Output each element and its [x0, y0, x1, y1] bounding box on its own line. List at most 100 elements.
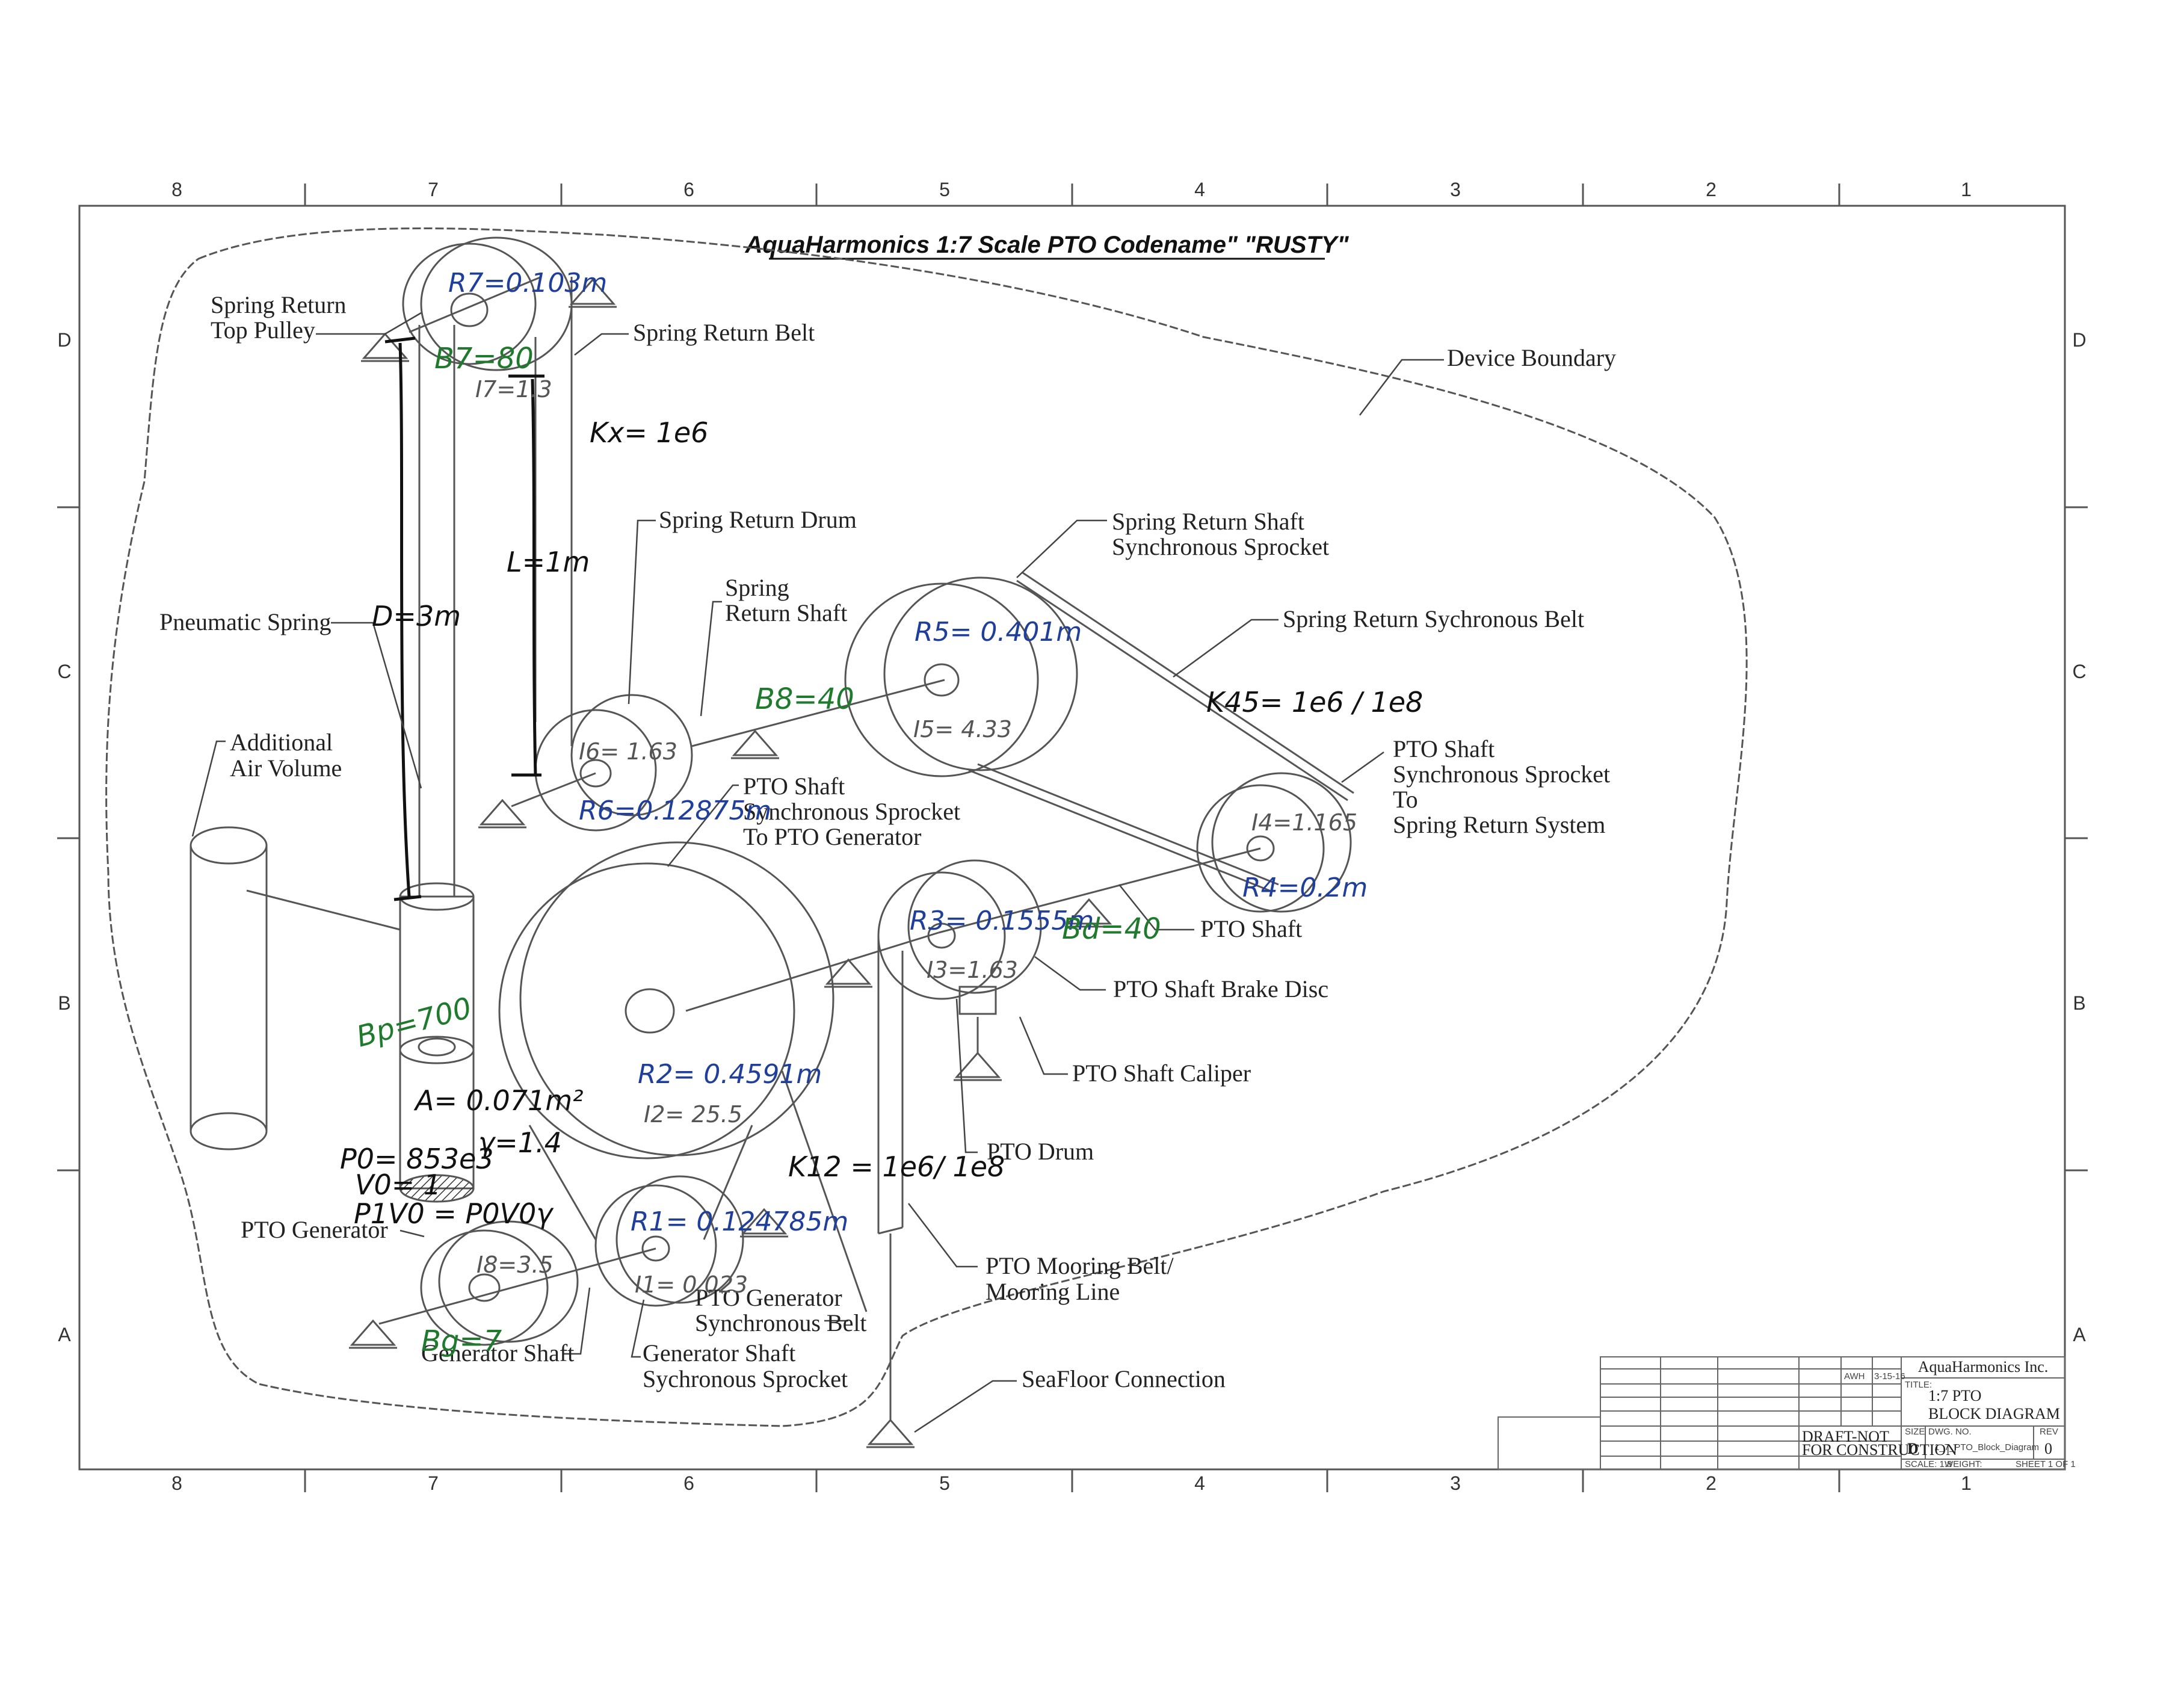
diagram-title: AquaHarmonics 1:7 Scale PTO Codename" "R… — [744, 232, 1349, 258]
additional-air-volume — [190, 826, 401, 1150]
label-pto-shaft-sprocket-spring-l2: Synchronous Sprocket — [1393, 761, 1610, 788]
zone-col-label: 5 — [939, 179, 950, 200]
annotation-R1: R1= 0.124785m — [631, 1206, 848, 1237]
label-pto-shaft-sprocket-spring-l3: To — [1393, 786, 1418, 813]
leader-lines — [191, 312, 1444, 1433]
label-device-boundary: Device Boundary — [1447, 344, 1616, 371]
title-block-date: 3-15-16 — [1874, 1371, 1905, 1382]
handwritten-annotations: R7=0.103m B7=80 I7=1.3 Kx= 1e6 D=3m L=1m… — [340, 268, 1423, 1358]
label-spring-return-top-pulley-l2: Top Pulley — [211, 317, 315, 344]
zone-col-label: 7 — [428, 179, 439, 200]
title-block-dwg-no: 1_7_PTO_Block_Diagram — [1934, 1442, 2039, 1453]
title-block-dwg-label: DWG. NO. — [1928, 1427, 1972, 1437]
pto-shaft — [938, 847, 1261, 934]
title-block-status-l2: FOR CONSTRUCTION — [1802, 1441, 1957, 1459]
zone-col-label: 4 — [1194, 1472, 1205, 1494]
annotation-Kx: Kx= 1e6 — [590, 416, 708, 449]
spring-return-sync-belt — [968, 572, 1354, 892]
annotation-R5: R5= 0.401m — [915, 617, 1082, 647]
title-block-rev-label: REV — [2040, 1427, 2058, 1437]
label-spring-return-drum: Spring Return Drum — [659, 506, 857, 533]
annotation-A: A= 0.071m² — [413, 1084, 584, 1117]
device-boundary — [105, 227, 1748, 1427]
label-spring-return-shaft-sprocket-l2: Synchronous Sprocket — [1112, 533, 1329, 560]
drawing-frame — [57, 184, 2088, 1492]
annotation-B8: B8=40 — [755, 682, 854, 716]
label-generator-shaft-sprocket-l1: Generator Shaft — [643, 1339, 795, 1366]
generator-shaft-sprocket — [594, 1175, 744, 1307]
generator-shaft — [378, 1247, 656, 1325]
annotation-gamma: γ=1.4 — [478, 1126, 562, 1159]
annotation-I6: I6= 1.63 — [579, 738, 677, 765]
label-seafloor-connection: SeaFloor Connection — [1022, 1365, 1226, 1392]
zone-row-label: B — [58, 992, 70, 1014]
zone-col-label: 7 — [428, 1472, 439, 1494]
zone-col-label: 1 — [1961, 179, 1972, 200]
annotation-I1: I1= 0.023 — [635, 1271, 748, 1298]
title-block-sheet: SHEET 1 OF 1 — [2016, 1459, 2076, 1469]
label-pto-shaft-caliper: PTO Shaft Caliper — [1072, 1060, 1251, 1087]
zone-col-label: 8 — [171, 179, 182, 200]
zone-row-label: A — [2073, 1324, 2086, 1345]
annotation-Bg: Bg=7 — [421, 1324, 502, 1358]
zone-row-label: D — [57, 329, 71, 351]
title-block-title-label: TITLE: — [1905, 1380, 1932, 1390]
annotation-R4: R4=0.2m — [1242, 872, 1368, 903]
component-labels: Spring Return Top Pulley Spring Return B… — [159, 291, 1616, 1392]
label-spring-return-shaft-sprocket-l1: Spring Return Shaft — [1112, 508, 1304, 535]
zone-col-label: 4 — [1194, 179, 1205, 200]
pto-generator — [420, 1220, 579, 1346]
zone-labels-right: D C B A — [2072, 329, 2086, 1345]
ground-support — [740, 1208, 788, 1238]
annotation-L: L=1m — [507, 546, 590, 578]
label-additional-air-volume-l1: Additional — [230, 729, 333, 756]
annotation-Bp: Bp=700 — [353, 991, 475, 1054]
zone-col-label: 2 — [1706, 179, 1717, 200]
annotation-V0: V0= 1 — [355, 1169, 441, 1201]
annotation-I5: I5= 4.33 — [913, 716, 1012, 743]
zone-labels-left: D C B A — [57, 329, 71, 1345]
label-pto-shaft-sprocket-spring-l4: Spring Return System — [1393, 811, 1605, 838]
title-block-size-label: SIZE — [1905, 1427, 1925, 1437]
zone-labels-bottom: 8 7 6 5 4 3 2 1 — [171, 1472, 1972, 1494]
title-block-size: D — [1907, 1440, 1919, 1457]
annotation-R6: R6=0.12875m — [579, 795, 771, 826]
ground-support — [569, 278, 617, 308]
label-spring-return-belt: Spring Return Belt — [633, 319, 815, 346]
label-pto-generator-sync-belt-l1: PTO Generator — [695, 1284, 842, 1311]
label-pto-shaft-sprocket-spring-l1: PTO Shaft — [1393, 735, 1495, 762]
title-block-rev: 0 — [2044, 1440, 2052, 1457]
label-pto-drum: PTO Drum — [987, 1138, 1094, 1165]
zone-col-label: 1 — [1961, 1472, 1972, 1494]
label-pto-shaft-sprocket-generator-l2: Synchronous Sprocket — [743, 798, 960, 825]
label-spring-return-top-pulley-l1: Spring Return — [211, 291, 347, 318]
annotation-PV: P1V0 = P0V0γ — [354, 1197, 554, 1230]
label-pto-mooring-belt-l1: PTO Mooring Belt/ — [986, 1252, 1174, 1279]
annotation-R2: R2= 0.4591m — [638, 1059, 822, 1090]
annotation-I3: I3=1.63 — [927, 957, 1018, 983]
title-block: AquaHarmonics Inc. TITLE: 1:7 PTO BLOCK … — [1498, 1356, 2076, 1470]
label-spring-return-sync-belt: Spring Return Sychronous Belt — [1283, 605, 1584, 632]
label-pto-shaft: PTO Shaft — [1200, 915, 1302, 942]
title-block-title-l1: 1:7 PTO — [1928, 1387, 1981, 1404]
ground-support — [1065, 898, 1113, 928]
annotation-P0: P0= 853e3 — [340, 1143, 494, 1175]
pto-shaft-sprocket-spring — [1196, 772, 1352, 913]
title-block-title-l2: BLOCK DIAGRAM — [1928, 1405, 2060, 1422]
label-pto-generator-sync-belt-l2: Synchronous Belt — [695, 1309, 867, 1336]
zone-labels-top: 8 7 6 5 4 3 2 1 — [171, 179, 1972, 200]
pto-generator-sync-belt — [528, 1070, 868, 1312]
zone-col-label: 6 — [683, 1472, 694, 1494]
pto-shaft-sprocket-generator — [498, 841, 834, 1160]
annotation-I8: I8=3.5 — [477, 1252, 554, 1278]
annotation-Bd: Bd=40 — [1062, 912, 1161, 946]
label-additional-air-volume-l2: Air Volume — [230, 755, 342, 782]
zone-col-label: 3 — [1450, 1472, 1461, 1494]
spring-return-shaft-sprocket — [844, 576, 1078, 777]
pneumatic-spring-cylinder — [399, 325, 475, 1203]
zone-col-label: 6 — [683, 179, 694, 200]
zone-col-label: 2 — [1706, 1472, 1717, 1494]
label-pto-generator: PTO Generator — [241, 1216, 388, 1243]
label-pneumatic-spring: Pneumatic Spring — [159, 608, 332, 635]
